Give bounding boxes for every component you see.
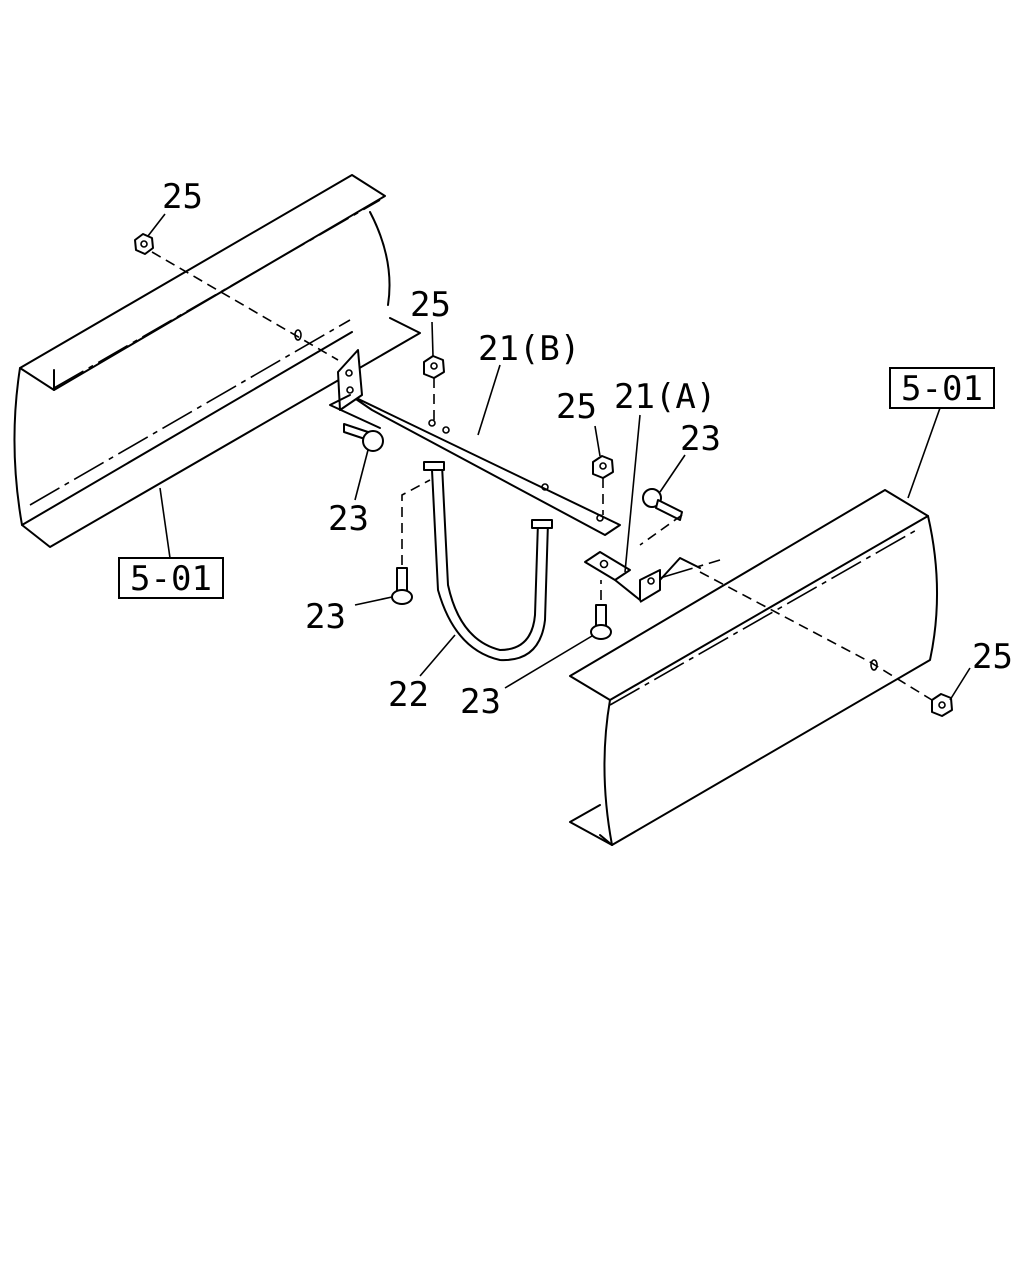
bolt-right-upper (642, 488, 683, 521)
label-frame-right: 5-01 (901, 369, 983, 409)
bolt-left-lower (391, 567, 413, 605)
bracket-21b (329, 349, 621, 536)
label-nut-bottom-right: 25 (972, 637, 1013, 677)
left-frame-rail (13, 174, 421, 548)
label-frame-left: 5-01 (130, 559, 212, 599)
label-bracket-b: 21(B) (478, 329, 580, 369)
label-bracket-a: 21(A) (614, 377, 716, 417)
label-bolt-right-upper: 23 (680, 419, 721, 459)
bolt-left-upper (343, 423, 384, 452)
label-bolt-right-lower: 23 (460, 682, 501, 722)
callout-frame-left: 5-01 (118, 557, 224, 599)
assembly-lines (151, 251, 933, 701)
hole-right (870, 659, 878, 671)
nut-top-left (134, 233, 154, 255)
label-nut-center: 25 (410, 285, 451, 325)
nut-right-center (592, 455, 614, 479)
bolt-right-lower (590, 604, 612, 640)
bracket-21a (584, 551, 701, 603)
label-nut-right-center: 25 (556, 387, 597, 427)
label-bolt-left-lower: 23 (305, 597, 346, 637)
label-bolt-left-upper: 23 (328, 499, 369, 539)
nut-center (423, 355, 445, 379)
right-frame-rail (569, 489, 939, 846)
label-nut-top-left: 25 (162, 177, 203, 217)
leader-lines (147, 213, 971, 701)
callout-frame-right: 5-01 (889, 367, 995, 409)
band-22 (423, 461, 553, 662)
label-band: 22 (388, 675, 429, 715)
nut-bottom-right (931, 693, 953, 717)
